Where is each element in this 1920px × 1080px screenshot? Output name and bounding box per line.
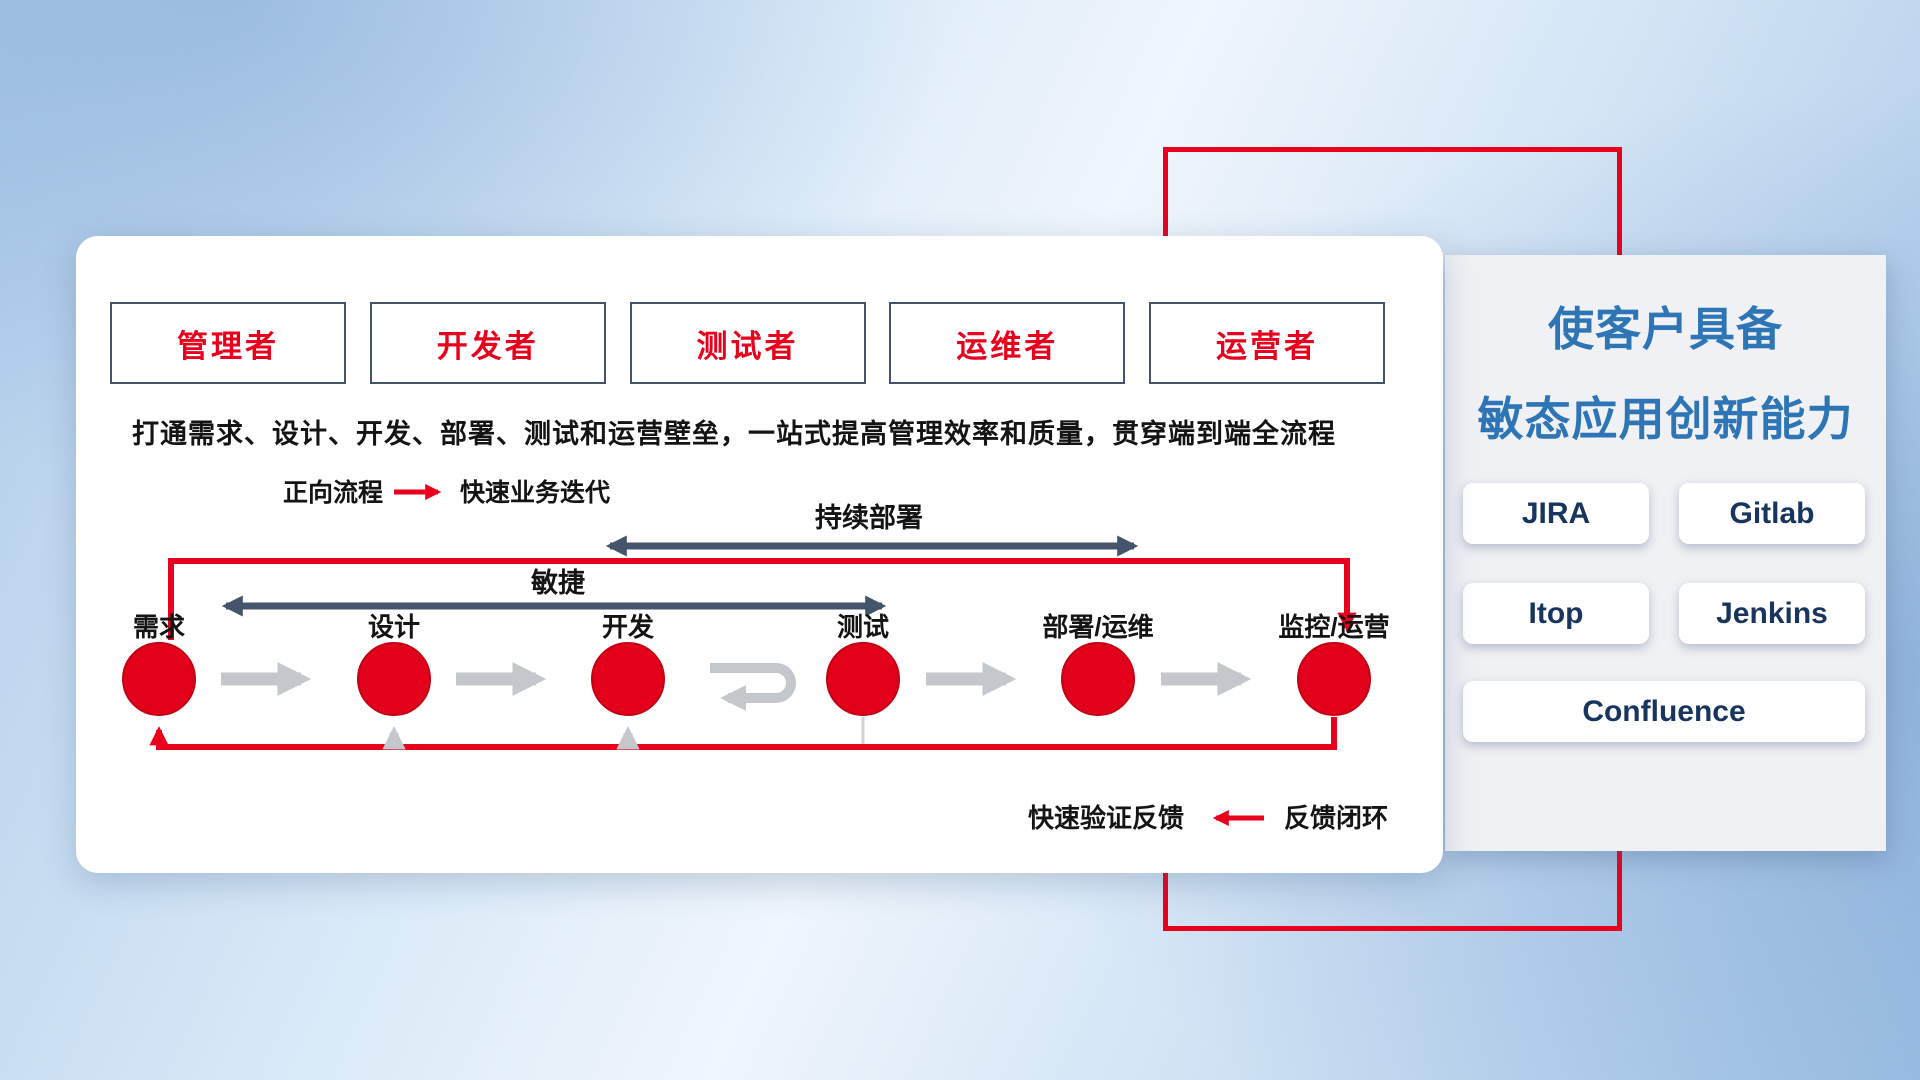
feedback-label: 反馈闭环 (1284, 803, 1388, 833)
stage-label-requirements: 需求 (133, 612, 185, 642)
role-box-tester: 测试者 (629, 302, 866, 384)
iterate-loop-icon (710, 663, 796, 711)
tool-button-jira: JIRA (1463, 483, 1649, 544)
devops-flow-panel: 管理者 开发者 测试者 运维者 运营者 打通需求、设计、开发、部署、测试和运营壁… (76, 236, 1443, 873)
capability-side-panel: 使客户具备 敏态应用创新能力 JIRA Gitlab Itop Jenkins … (1445, 255, 1886, 851)
stage-node-deploy-ops (1061, 642, 1135, 716)
forward-loop-line (168, 558, 1357, 640)
tool-button-confluence: Confluence (1463, 681, 1865, 742)
stage-label-testing: 测试 (837, 612, 889, 642)
role-box-developer: 开发者 (369, 302, 606, 384)
forward-flow-desc: 快速业务迭代 (460, 479, 610, 507)
role-box-manager: 管理者 (110, 302, 346, 384)
stage-label-design: 设计 (368, 612, 420, 642)
forward-flow-label: 正向流程 (283, 478, 383, 507)
role-label: 开发者 (436, 328, 539, 364)
panel-description: 打通需求、设计、开发、部署、测试和运营壁垒，一站式提高管理效率和质量，贯穿端到端… (132, 419, 1336, 449)
flow-diagram: 正向流程 快速业务迭代 持续部署 敏捷 需求 设计 开发 测试 部署/运维 监控… (122, 478, 1390, 833)
stage-label-development: 开发 (602, 612, 654, 642)
tool-button-itop: Itop (1463, 583, 1649, 644)
stage-node-testing (826, 642, 900, 716)
stage-node-monitor-ops (1297, 642, 1371, 716)
feedback-desc: 快速验证反馈 (1028, 803, 1184, 833)
tool-button-jenkins: Jenkins (1679, 583, 1865, 644)
continuous-deploy-label: 持续部署 (815, 502, 923, 533)
agile-label: 敏捷 (530, 568, 586, 598)
feedback-loop-line (149, 717, 1337, 750)
stage-node-development (591, 642, 665, 716)
stage-label-monitor-ops: 监控/运营 (1278, 612, 1389, 642)
stage-node-requirements (122, 642, 196, 716)
stage-label-deploy-ops: 部署/运维 (1042, 612, 1153, 642)
stage-node-design (357, 642, 431, 716)
role-label: 管理者 (177, 328, 279, 364)
side-panel-title-line2: 敏态应用创新能力 (1477, 393, 1854, 445)
roles-row: 管理者 开发者 测试者 运维者 运营者 (110, 302, 1385, 384)
role-label: 运维者 (956, 328, 1059, 364)
role-label: 测试者 (696, 328, 799, 364)
role-box-ops: 运维者 (889, 302, 1126, 384)
tool-button-gitlab: Gitlab (1679, 483, 1865, 544)
role-label: 运营者 (1216, 328, 1318, 364)
role-box-operator: 运营者 (1149, 302, 1385, 384)
side-panel-title-line1: 使客户具备 (1548, 303, 1783, 355)
